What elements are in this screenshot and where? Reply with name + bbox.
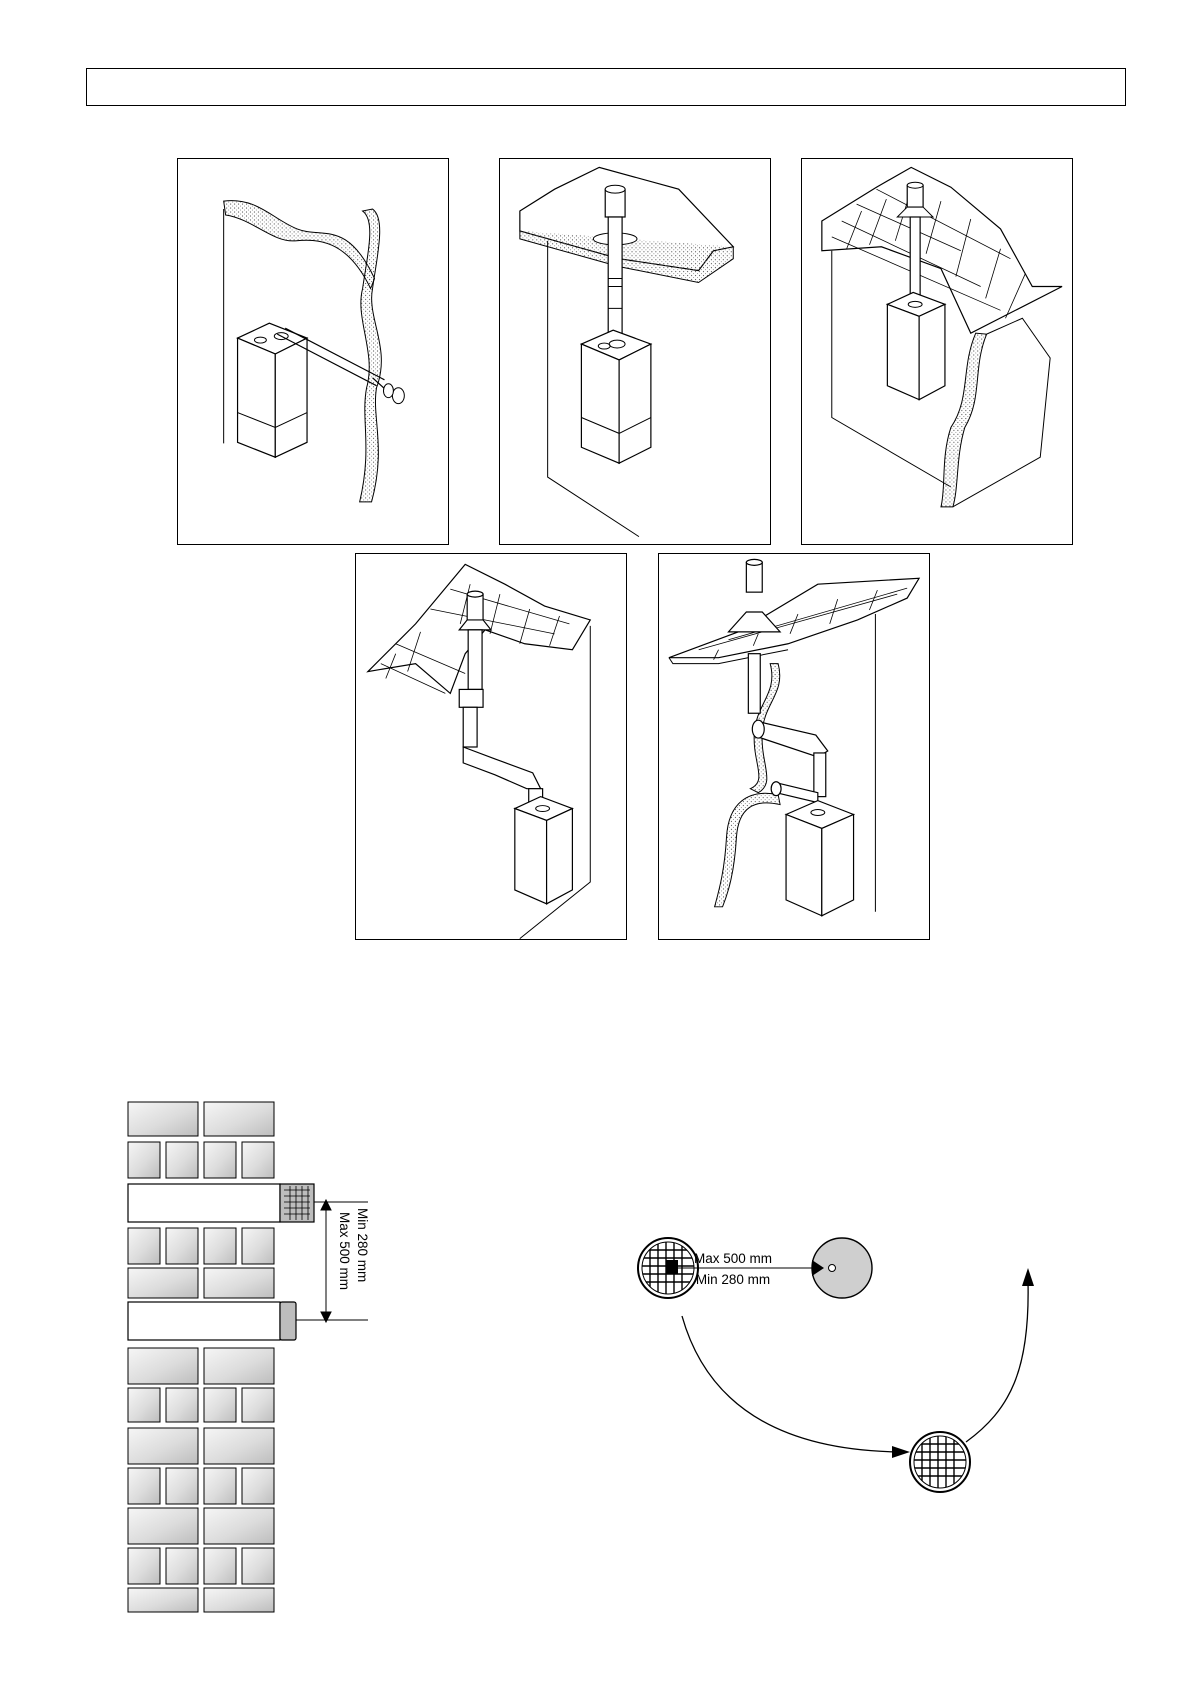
brick <box>242 1142 274 1178</box>
brick <box>204 1588 274 1612</box>
brick <box>128 1142 160 1178</box>
wall-terminal-spacing-diagram: Max 500 mm Min 280 mm <box>118 1098 388 1618</box>
boiler-unit <box>238 323 307 457</box>
lower-flue-terminal <box>128 1302 296 1340</box>
boiler-unit <box>786 801 854 916</box>
vertical-pitched-roof-illustration <box>802 159 1072 544</box>
brick <box>204 1548 236 1584</box>
brick <box>128 1388 160 1422</box>
brick <box>242 1468 274 1504</box>
boiler-unit <box>581 330 650 463</box>
dimension-min-label: Min 280 mm <box>355 1208 370 1282</box>
brick <box>242 1548 274 1584</box>
brick <box>204 1468 236 1504</box>
brick <box>242 1228 274 1264</box>
brick <box>128 1268 198 1298</box>
rotation-arrow <box>682 1282 1028 1452</box>
brick <box>204 1428 274 1464</box>
horizontal-flue-illustration <box>178 159 448 544</box>
brick <box>128 1548 160 1584</box>
boiler-unit <box>887 292 945 399</box>
brick <box>128 1468 160 1504</box>
installation-view-horizontal <box>177 158 449 545</box>
installation-view-offset-pitched-roof <box>355 553 627 940</box>
boiler-unit <box>515 797 573 904</box>
brick <box>204 1102 274 1136</box>
brick <box>204 1268 274 1298</box>
terminal-rotation-diagram: Max 500 mm Min 280 mm <box>630 1230 1080 1530</box>
offset-wall-roof-illustration <box>659 554 929 939</box>
brick <box>166 1228 198 1264</box>
brick <box>128 1228 160 1264</box>
page-title-bar <box>86 68 1126 106</box>
brick <box>128 1428 198 1464</box>
brick-wall <box>128 1102 274 1612</box>
brick <box>242 1388 274 1422</box>
brick <box>204 1142 236 1178</box>
brick <box>166 1548 198 1584</box>
offset-pitched-roof-illustration <box>356 554 626 939</box>
installation-view-offset-wall-roof <box>658 553 930 940</box>
rotation-min-label: Min 280 mm <box>696 1272 770 1287</box>
brick <box>204 1508 274 1544</box>
terminal-grille-end <box>910 1432 970 1492</box>
brick <box>128 1348 198 1384</box>
brick <box>166 1142 198 1178</box>
ceiling-insulation <box>224 201 375 289</box>
brick <box>166 1388 198 1422</box>
brick <box>128 1508 198 1544</box>
brick <box>128 1102 198 1136</box>
installation-view-vertical-pitched-roof <box>801 158 1073 545</box>
pitched-roof <box>669 578 919 657</box>
terminal-solid <box>812 1238 872 1298</box>
upper-flue-terminal <box>128 1184 314 1222</box>
brick <box>204 1228 236 1264</box>
brick <box>166 1468 198 1504</box>
rotation-max-label: Max 500 mm <box>694 1251 772 1266</box>
brick <box>204 1388 236 1422</box>
installation-view-vertical-flat-roof <box>499 158 771 545</box>
wall-insulation <box>360 209 382 502</box>
brick <box>204 1348 274 1384</box>
vertical-flat-roof-illustration <box>500 159 770 544</box>
brick <box>128 1588 198 1612</box>
dimension-max-label: Max 500 mm <box>337 1212 352 1290</box>
